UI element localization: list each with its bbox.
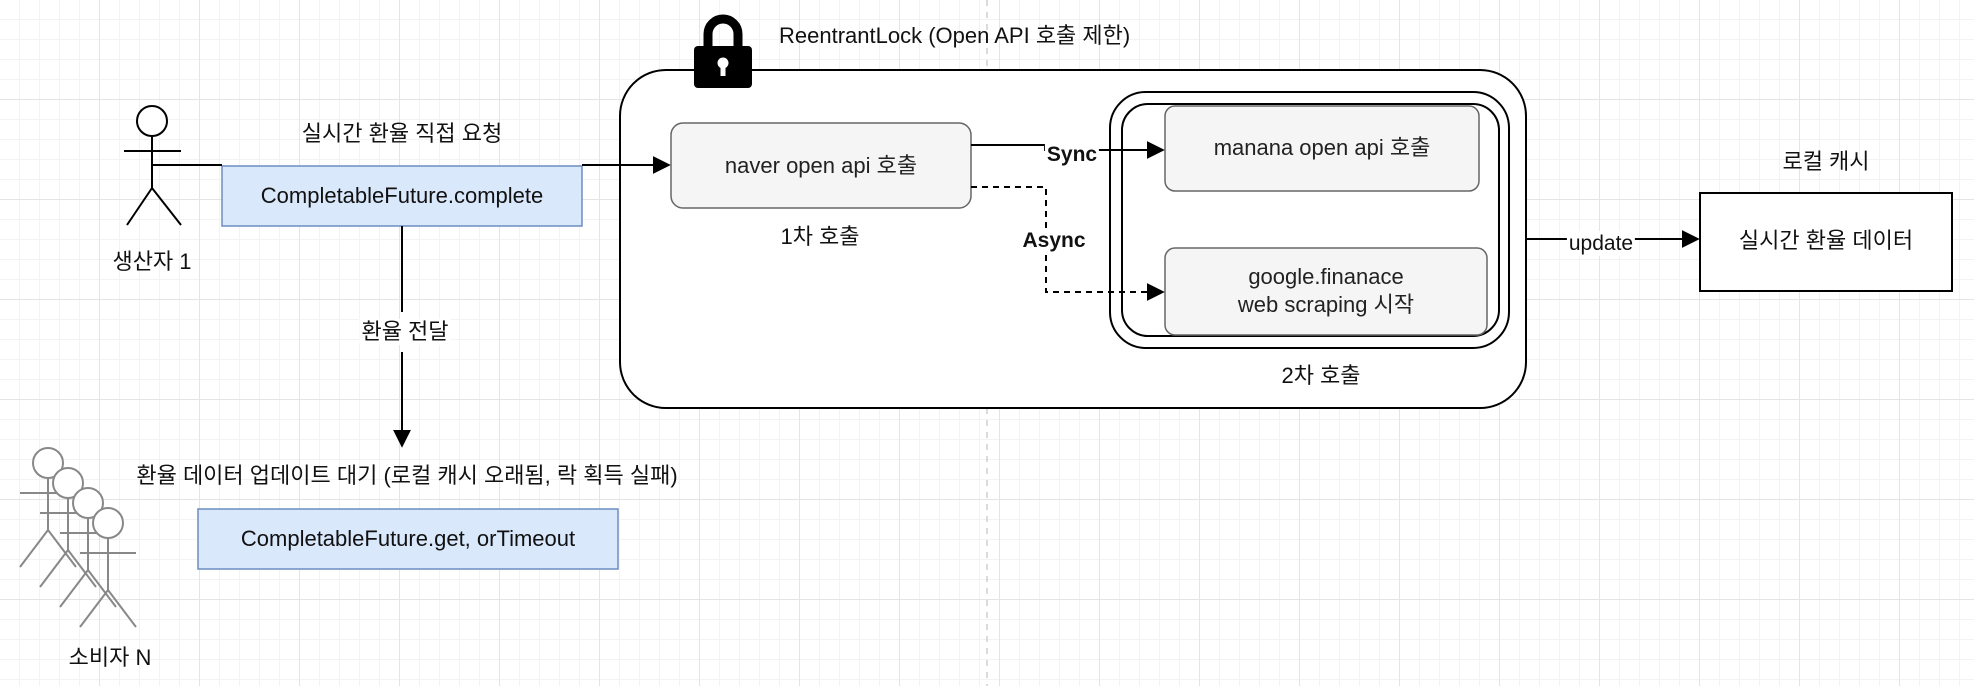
async-arrow	[971, 186, 1165, 301]
wait-label: 환율 데이터 업데이트 대기 (로컬 캐시 오래됨, 락 획득 실패)	[136, 463, 678, 488]
lock-icon	[694, 14, 752, 88]
request-label: 실시간 환율 직접 요청	[301, 121, 503, 146]
manana-api-box[interactable]	[1164, 105, 1480, 192]
google-line-1: google.finanace	[1248, 264, 1404, 289]
async-label: Async	[1020, 228, 1088, 254]
consumer-label: 소비자 N	[68, 645, 152, 670]
local-cache-box[interactable]	[1699, 192, 1953, 292]
complete-method-label: CompletableFuture.complete	[260, 183, 544, 208]
first-call-caption: 1차 호출	[780, 224, 860, 249]
producer-label: 생산자 1	[112, 249, 192, 274]
manana-api-label: manana open api 호출	[1213, 135, 1431, 160]
google-line-2: web scraping 시작	[1237, 292, 1415, 317]
cache-box-label: 실시간 환율 데이터	[1738, 228, 1914, 253]
lock-title: ReentrantLock (Open API 호출 제한)	[779, 23, 1131, 48]
naver-api-box[interactable]	[670, 122, 972, 209]
get-method-box[interactable]	[197, 508, 619, 570]
producer-figure[interactable]	[124, 105, 182, 226]
get-method-label: CompletableFuture.get, orTimeout	[240, 526, 576, 551]
second-call-caption: 2차 호출	[1281, 363, 1361, 388]
naver-api-label: naver open api 호출	[724, 153, 918, 178]
update-label: update	[1566, 231, 1636, 257]
google-scraping-box[interactable]	[1164, 247, 1488, 336]
sync-label: Sync	[1044, 142, 1100, 168]
cache-title: 로컬 캐시	[1782, 149, 1870, 174]
consumer-figures[interactable]	[19, 447, 137, 628]
handoff-label: 환율 전달	[359, 319, 451, 346]
complete-method-box[interactable]	[221, 165, 583, 227]
